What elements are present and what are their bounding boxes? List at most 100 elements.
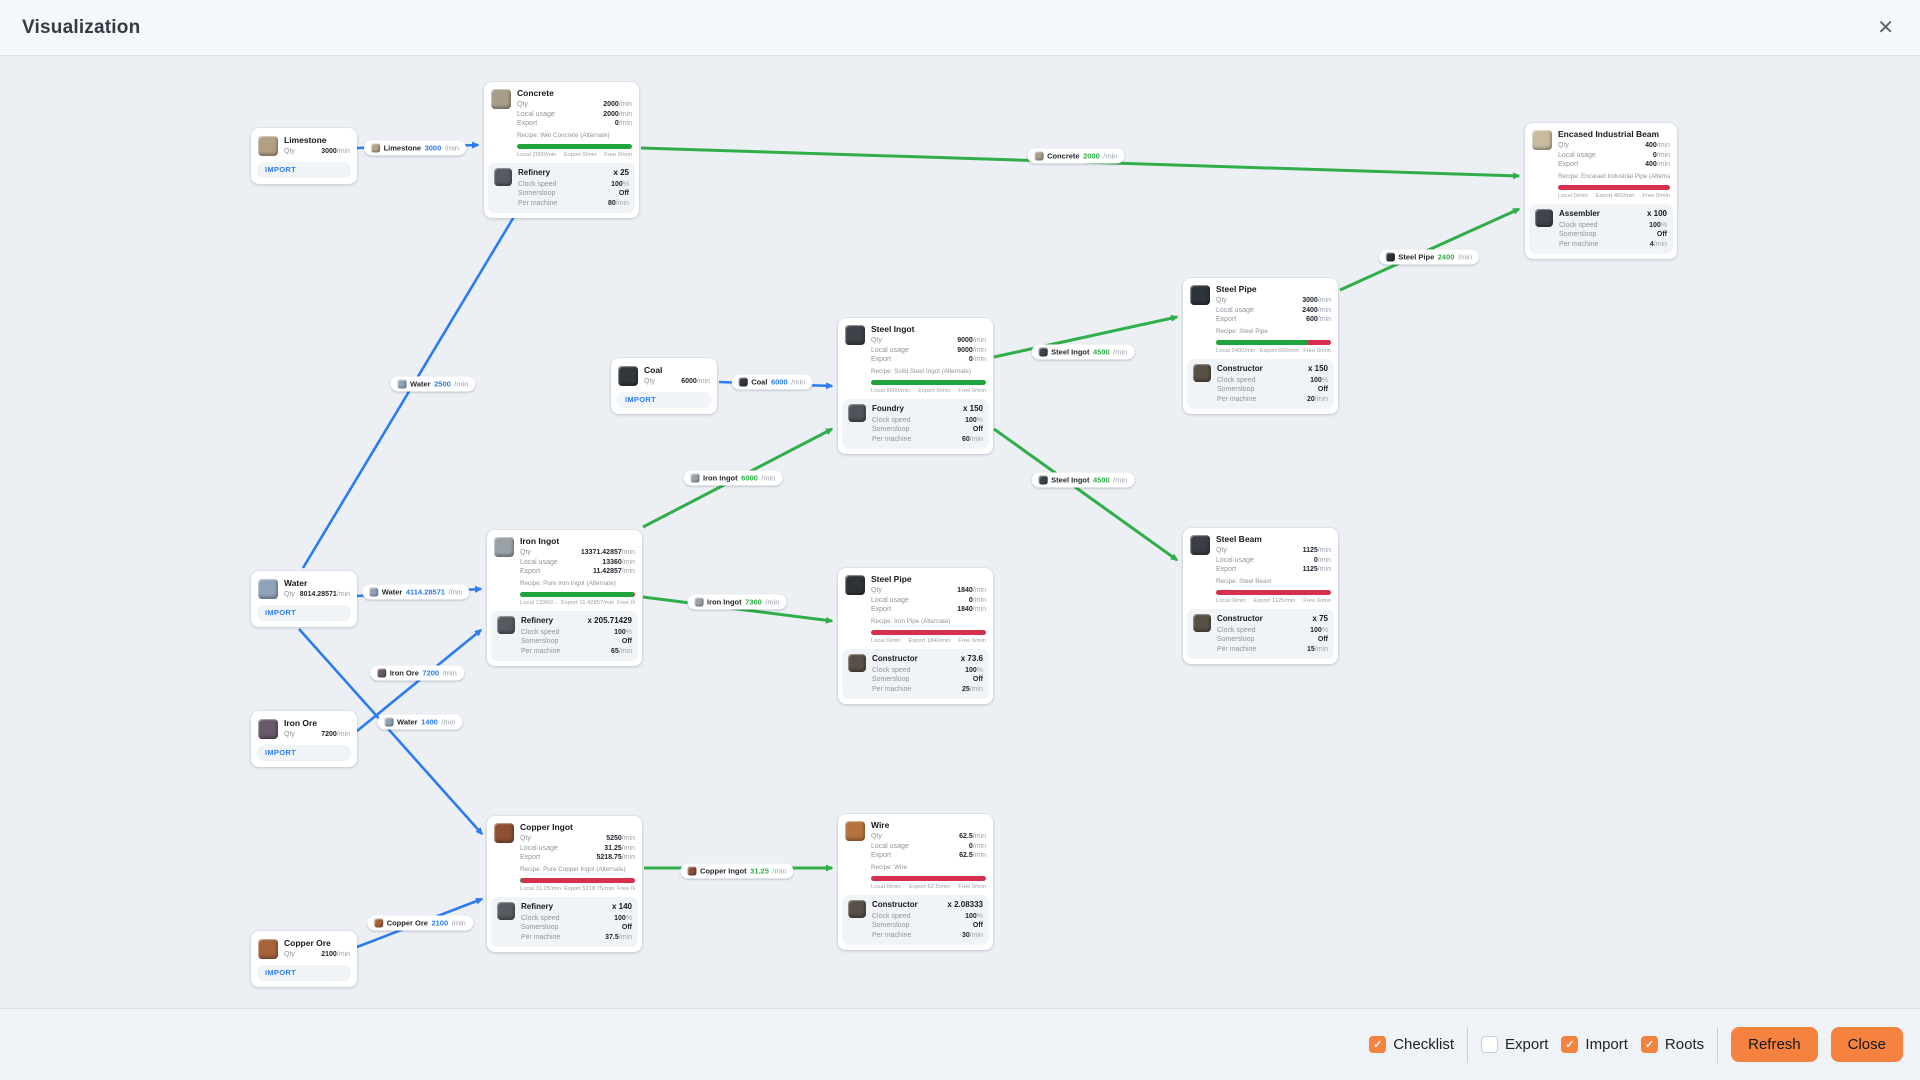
row-label: Local usage	[520, 844, 558, 852]
edge-item-name: Iron Ingot	[707, 597, 742, 607]
close-button[interactable]: Close	[1830, 1027, 1903, 1062]
checkbox-checked-box[interactable]: ✓	[1640, 1036, 1658, 1053]
row-label: Local usage	[871, 842, 909, 850]
row-unit: /min	[1656, 151, 1670, 159]
row-unit: /min	[1656, 161, 1670, 168]
checkbox-checked-box[interactable]: ✓	[1561, 1036, 1579, 1053]
coal-icon	[738, 377, 748, 387]
checkbox-unchecked-box[interactable]	[1481, 1036, 1499, 1053]
usage-bar-label: Export 62.5/min	[909, 883, 950, 890]
checkbox-checked-box[interactable]: ✓	[1369, 1036, 1387, 1053]
usage-bar-label: Local 0/min	[871, 637, 901, 644]
edge-rate-value: 2000	[1083, 151, 1100, 161]
checkbox-roots[interactable]: ✓Roots	[1640, 1036, 1704, 1053]
row-unit: /min	[618, 647, 632, 655]
usage-bar-segment-export	[1308, 339, 1331, 345]
machine-count: x 150	[962, 403, 983, 413]
row-unit: /min	[621, 549, 635, 556]
edge-item-name: Copper Ore	[386, 918, 428, 928]
row-label: Clock speed	[1217, 626, 1256, 634]
checkbox-import[interactable]: ✓Import	[1561, 1036, 1628, 1053]
node-title: Iron Ingot	[520, 536, 560, 546]
wire-icon	[845, 821, 865, 841]
row-value: 9000	[957, 337, 973, 344]
row-value: 100	[965, 416, 977, 424]
iron-ore-icon	[377, 668, 387, 678]
modal-header: Visualization ✕	[0, 0, 1920, 56]
row-value: 6000	[681, 378, 697, 385]
row-label: Per machine	[1217, 395, 1257, 403]
edge-item-name: Water	[381, 587, 403, 597]
usage-bar-label: Local 31.25/min	[520, 885, 561, 892]
row-value: 65	[610, 647, 619, 655]
usage-bar	[1216, 339, 1331, 345]
machine-count: x 73.6	[960, 653, 983, 663]
steel-pipe-icon	[1385, 252, 1395, 262]
edge-rate-unit: /min	[444, 143, 459, 153]
row-value: 13360	[602, 558, 622, 566]
usage-bar-label: Export 600/min	[1259, 347, 1299, 354]
constructor-icon	[1193, 613, 1211, 632]
row-unit: %	[976, 666, 983, 674]
edge-rate-unit: /min	[441, 717, 456, 727]
row-unit: %	[622, 180, 629, 188]
row-label: Export	[871, 606, 892, 613]
row-value: 7200	[321, 731, 337, 738]
refresh-button[interactable]: Refresh	[1731, 1027, 1818, 1062]
checkbox-checklist[interactable]: ✓Checklist	[1369, 1036, 1454, 1053]
row-value: Off	[1656, 231, 1667, 238]
edge-rate-value: 2500	[434, 379, 451, 389]
close-icon[interactable]: ✕	[1873, 14, 1898, 42]
row-unit: /min	[972, 356, 986, 363]
edge-rate-value: 2100	[431, 918, 449, 928]
row-label: Local usage	[1216, 556, 1254, 564]
concrete-icon	[491, 89, 511, 109]
checkbox-export[interactable]: Export	[1481, 1036, 1548, 1053]
machine-count: x 150	[1307, 363, 1328, 373]
